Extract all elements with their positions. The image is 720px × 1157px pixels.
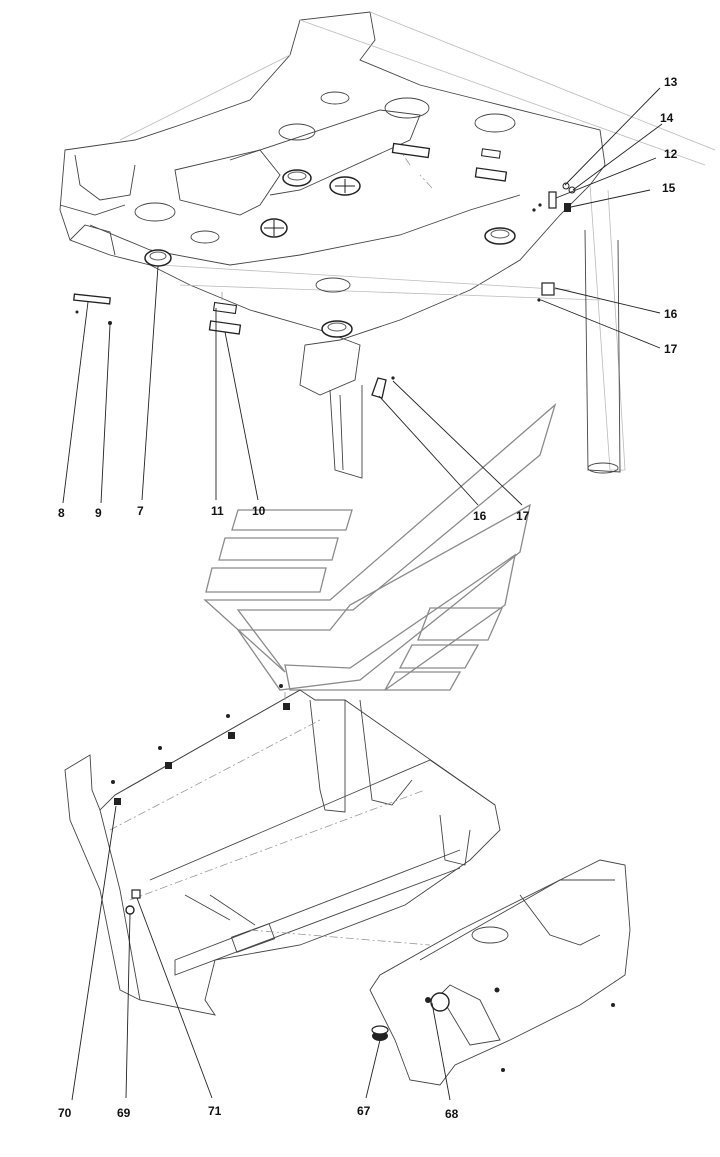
grommet: [484, 227, 516, 245]
callout-68: 68: [445, 1107, 459, 1121]
hardware-parts-upper: [73, 142, 576, 399]
part-12: [548, 191, 557, 209]
callout-12: 12: [664, 147, 678, 161]
callout-69: 69: [117, 1106, 131, 1120]
callout-67: 67: [357, 1104, 371, 1118]
callout-17-lower: 17: [516, 509, 530, 523]
part-71: [131, 889, 141, 899]
grommets: [144, 169, 516, 338]
screw: [158, 746, 162, 750]
grommet-7: [144, 249, 172, 267]
grommet: [329, 176, 361, 196]
screw: [611, 1003, 615, 1007]
screw: [425, 997, 431, 1003]
callout-7: 7: [137, 504, 144, 518]
clip: [283, 703, 290, 710]
strip-8: [73, 293, 111, 305]
clip: [228, 732, 235, 739]
screw-17a: [537, 298, 541, 302]
lower-chassis: [64, 684, 501, 1016]
clip: [165, 762, 172, 769]
bracket-10: [208, 320, 242, 335]
screw: [494, 987, 500, 993]
screw: [111, 780, 115, 784]
clip: [114, 798, 121, 805]
callout-71: 71: [208, 1104, 222, 1118]
grommet: [260, 218, 288, 238]
plug-67: [371, 1025, 389, 1041]
screw-8: [75, 310, 79, 314]
callout-8: 8: [58, 506, 65, 520]
callout-16-lower: 16: [473, 509, 487, 523]
part-15: [564, 203, 571, 212]
grommet: [321, 320, 353, 338]
part-13: [562, 182, 570, 190]
callout-15: 15: [662, 181, 676, 195]
screw: [279, 684, 283, 688]
part-69: [125, 905, 135, 915]
screw-9: [108, 321, 112, 325]
screw: [226, 714, 230, 718]
clip-right: [480, 148, 501, 159]
callout-16-upper: 16: [664, 307, 678, 321]
callout-70: 70: [58, 1106, 72, 1120]
bracket-upper: [391, 142, 431, 159]
screw-17b: [391, 376, 395, 380]
bracket-16b: [371, 377, 387, 399]
side-cover: [369, 859, 631, 1086]
callout-9: 9: [95, 506, 102, 520]
screw: [501, 1068, 505, 1072]
callout-10: 10: [252, 504, 266, 518]
callout-17-upper: 17: [664, 342, 678, 356]
watermark-logo: [203, 403, 557, 691]
callout-labels: 13 14 12 15 16 17 8 9 7 11 10 16 17 70 6…: [58, 75, 678, 1121]
upper-floor-panel: [59, 11, 716, 479]
screw: [532, 208, 536, 212]
bracket-16a: [541, 282, 555, 296]
clip-11: [212, 301, 238, 315]
screw: [538, 203, 542, 207]
callout-14: 14: [660, 111, 674, 125]
bracket-right: [474, 167, 508, 182]
callout-11: 11: [211, 504, 224, 518]
part-68: [430, 992, 450, 1012]
callout-13: 13: [664, 75, 678, 89]
grommet: [282, 169, 312, 187]
leader-lines: [62, 87, 663, 1101]
